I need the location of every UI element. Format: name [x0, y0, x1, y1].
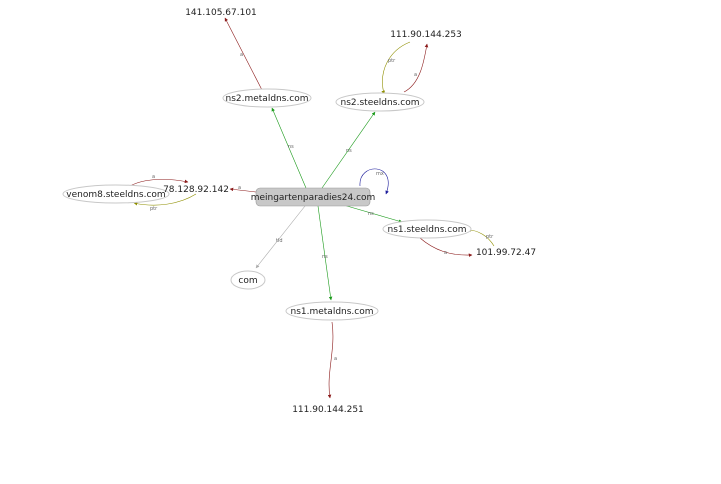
edge-label-tld: tld: [276, 238, 283, 244]
node-label-ip-111-253: 111.90.144.253: [390, 30, 462, 40]
edge-label-a-4: a: [444, 250, 447, 256]
node-label-ns1-metaldns: ns1.metaldns.com: [290, 307, 373, 317]
node-ip-111-251[interactable]: 111.90.144.251: [292, 405, 364, 415]
node-label-ip-101: 101.99.72.47: [476, 248, 536, 258]
edge-center-ns1-steeldns: [339, 203, 403, 223]
edge-label-a-2: a: [414, 72, 417, 78]
node-ip-141[interactable]: 141.105.67.101: [185, 8, 257, 18]
edge-ns1-steeldns-ip-101: [419, 237, 473, 257]
node-center[interactable]: meingartenparadies24.com: [251, 187, 376, 207]
edge-label-ns-3: ns: [368, 211, 374, 217]
edge-label-ns-1: ns: [288, 144, 294, 150]
edge-ip-78-venom8-ptr: [133, 193, 197, 206]
node-label-ip-78: 78.128.92.142: [163, 185, 229, 195]
node-ns1-steeldns[interactable]: ns1.steeldns.com: [382, 219, 472, 239]
edge-ns2-metaldns-ip-141: [224, 17, 263, 91]
nodes: meingartenparadies24.com ns2.metaldns.co…: [62, 8, 536, 415]
edge-label-a-center: a: [238, 185, 241, 191]
node-ip-78[interactable]: 78.128.92.142: [163, 185, 229, 195]
node-ns2-metaldns[interactable]: ns2.metaldns.com: [222, 88, 312, 108]
node-label-com: com: [238, 276, 257, 286]
edge-label-ns-4: ns: [322, 254, 328, 260]
edge-label-a-3: a: [152, 174, 155, 180]
node-label-ip-111-251: 111.90.144.251: [292, 405, 364, 415]
node-ns1-metaldns[interactable]: ns1.metaldns.com: [285, 301, 379, 321]
node-ns2-steeldns[interactable]: ns2.steeldns.com: [335, 92, 425, 112]
node-label-ip-141: 141.105.67.101: [185, 8, 257, 18]
edge-label-ptr-3: ptr: [486, 234, 494, 240]
edges: ns ns ns ns tld a mx a a ptr a ptr: [129, 17, 495, 399]
node-label-center: meingartenparadies24.com: [251, 193, 376, 203]
edge-center-ip-78: [229, 187, 257, 193]
node-venom8[interactable]: venom8.steeldns.com: [62, 184, 170, 204]
edge-label-a-5: a: [334, 356, 337, 362]
node-ip-111-253[interactable]: 111.90.144.253: [390, 30, 462, 40]
edge-ns2-steeldns-ip-111-253: [403, 43, 429, 93]
node-label-ns1-steeldns: ns1.steeldns.com: [388, 225, 467, 235]
node-label-ns2-steeldns: ns2.steeldns.com: [341, 98, 420, 108]
edge-ns1-metaldns-ip-111-251: [327, 321, 334, 399]
edge-label-ns-2: ns: [346, 148, 352, 154]
node-label-venom8: venom8.steeldns.com: [66, 190, 165, 200]
edge-label-ptr-2: ptr: [150, 206, 158, 212]
edge-center-com: [255, 205, 306, 269]
edge-center-ns2-metaldns: [271, 107, 307, 189]
node-label-ns2-metaldns: ns2.metaldns.com: [225, 94, 308, 104]
edge-center-mx-loop: [359, 168, 389, 195]
node-ip-101[interactable]: 101.99.72.47: [476, 248, 536, 258]
edge-label-a-1: a: [240, 52, 243, 58]
edge-ip-111-253-ns2-steeldns-ptr: [381, 41, 411, 95]
edge-label-ptr-1: ptr: [388, 58, 396, 64]
edge-label-mx: mx: [376, 171, 384, 177]
edge-center-ns1-metaldns: [317, 205, 333, 301]
node-com[interactable]: com: [230, 270, 266, 290]
edge-venom8-ip-78: [129, 179, 189, 187]
edge-center-ns2-steeldns: [321, 111, 376, 189]
